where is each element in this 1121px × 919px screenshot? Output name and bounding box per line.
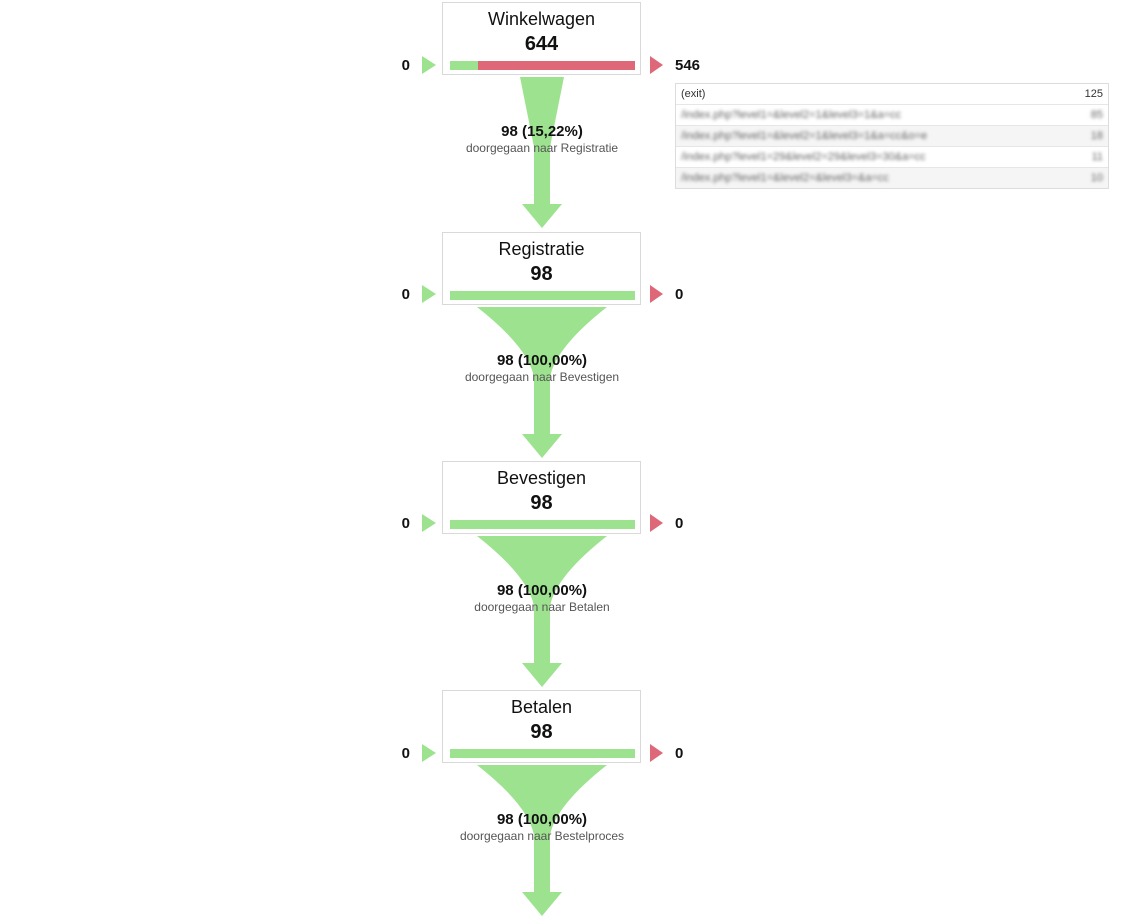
step-progress-bar (450, 520, 635, 529)
conversion-label: doorgegaan naar Bestelproces (459, 829, 625, 843)
funnel-step-betalen[interactable]: Betalen 98 (442, 690, 641, 763)
step-exit-bar (478, 61, 635, 70)
exit-arrow-icon (650, 514, 663, 532)
funnel-connector-2 (477, 307, 607, 458)
exit-page-url: /index.php?level1=&level2=1&level3=1&a=c… (681, 130, 928, 142)
step-exits-count[interactable]: 0 (675, 515, 684, 532)
step-count: 98 (530, 492, 553, 514)
exit-arrow-icon (650, 744, 663, 762)
funnel-connector-3 (477, 536, 607, 687)
entry-arrow-icon (422, 285, 436, 303)
exit-page-url: /index.php?level1=&level2=1&level3=1&a=c… (681, 109, 902, 121)
table-row[interactable]: /index.php?level1=&level2=&level3=&a=cc … (676, 168, 1108, 188)
funnel-connector-1 (520, 77, 564, 228)
conversion-value: 98 (100,00%) (496, 352, 588, 369)
step-name: Registratie (498, 239, 585, 259)
funnel-step-winkelwagen[interactable]: Winkelwagen 644 (442, 2, 641, 75)
exit-arrow-icon (650, 56, 663, 74)
funnel-step-registratie[interactable]: Registratie 98 (442, 232, 641, 305)
entry-arrow-icon (422, 744, 436, 762)
exit-page-count: 18 (1090, 130, 1103, 142)
step-exits-count[interactable]: 0 (675, 286, 684, 303)
exit-page-count: 125 (1084, 88, 1103, 100)
step-count: 644 (524, 33, 559, 55)
step-exits-count[interactable]: 546 (675, 57, 701, 74)
step-name: Betalen (510, 697, 573, 717)
exit-page-url: (exit) (681, 88, 706, 100)
conversion-value: 98 (15,22%) (501, 123, 583, 140)
exit-pages-table: (exit) 125 /index.php?level1=&level2=1&l… (675, 83, 1109, 189)
entry-arrow-icon (422, 514, 436, 532)
step-count: 98 (530, 721, 553, 743)
entry-arrow-icon (422, 56, 436, 74)
table-row[interactable]: /index.php?level1=29&level2=29&level3=30… (676, 147, 1108, 168)
step-progress-bar (450, 291, 635, 300)
step-progress-bar (450, 749, 635, 758)
exit-page-count: 11 (1091, 151, 1103, 163)
table-row[interactable]: /index.php?level1=&level2=1&level3=1&a=c… (676, 126, 1108, 147)
conversion-info[interactable]: 98 (100,00%) doorgegaan naar Betalen (392, 582, 692, 614)
step-entries-count[interactable]: 0 (401, 286, 410, 303)
step-name: Bevestigen (496, 468, 587, 488)
table-row[interactable]: /index.php?level1=&level2=1&level3=1&a=c… (676, 105, 1108, 126)
step-entries-count[interactable]: 0 (401, 515, 410, 532)
exit-page-url: /index.php?level1=&level2=&level3=&a=cc (681, 172, 889, 184)
exit-page-count: 10 (1090, 172, 1103, 184)
funnel-step-bevestigen[interactable]: Bevestigen 98 (442, 461, 641, 534)
exit-page-url: /index.php?level1=29&level2=29&level3=30… (681, 151, 926, 163)
funnel-connector-4 (477, 765, 607, 916)
conversion-label: doorgegaan naar Registratie (465, 141, 619, 155)
conversion-value: 98 (100,00%) (496, 811, 588, 828)
step-entries-count[interactable]: 0 (401, 745, 410, 762)
conversion-info[interactable]: 98 (15,22%) doorgegaan naar Registratie (392, 123, 692, 155)
conversion-info[interactable]: 98 (100,00%) doorgegaan naar Bevestigen (392, 352, 692, 384)
step-progress-bar (450, 61, 635, 70)
step-count: 98 (530, 263, 553, 285)
step-exits-count[interactable]: 0 (675, 745, 684, 762)
conversion-value: 98 (100,00%) (496, 582, 588, 599)
conversion-label: doorgegaan naar Bevestigen (464, 370, 620, 384)
exit-page-count: 85 (1090, 109, 1103, 121)
step-name: Winkelwagen (487, 9, 596, 29)
table-row[interactable]: (exit) 125 (676, 84, 1108, 105)
conversion-label: doorgegaan naar Betalen (474, 600, 610, 614)
exit-arrow-icon (650, 285, 663, 303)
conversion-info[interactable]: 98 (100,00%) doorgegaan naar Bestelproce… (392, 811, 692, 843)
step-entries-count[interactable]: 0 (401, 57, 410, 74)
